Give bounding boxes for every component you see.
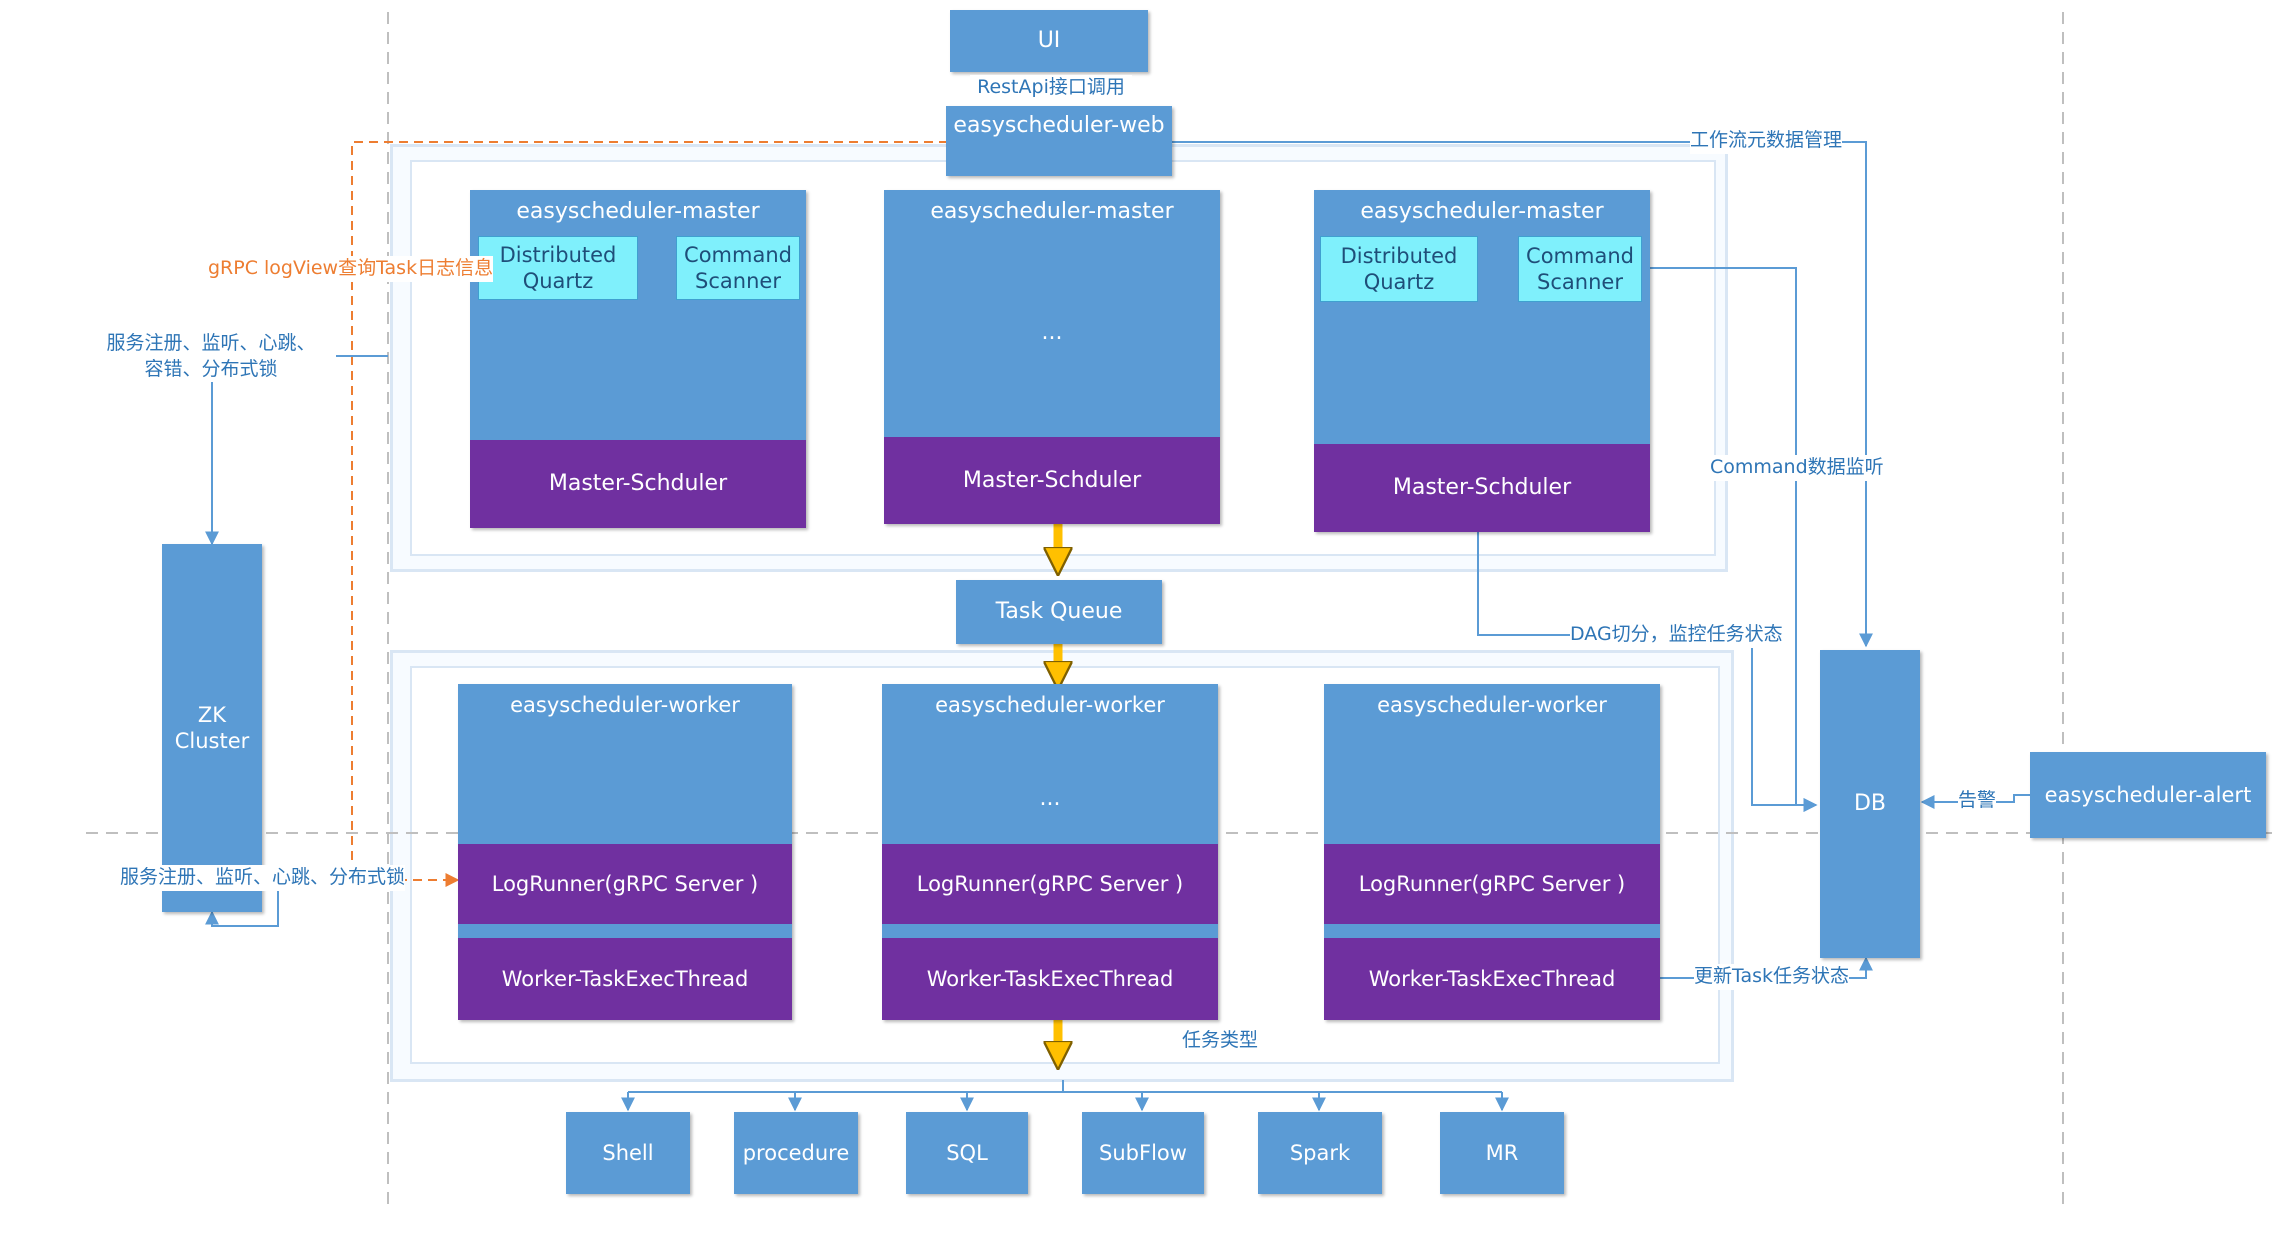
master-scheduler-box: Master-Schduler — [884, 437, 1220, 524]
worker-title: easyscheduler-worker — [935, 693, 1165, 717]
worker-ellipsis: ... — [1039, 786, 1061, 811]
alarm-label: 告警 — [1958, 788, 1997, 814]
command-listen-label: Command数据监听 — [1710, 455, 1884, 481]
restapi-label: RestApi接口调用 — [970, 75, 1132, 101]
master-ellipsis: ... — [1041, 320, 1063, 345]
command-listen-line — [1650, 267, 1818, 812]
zk-register-top-line — [205, 355, 388, 546]
master-title: easyscheduler-master — [1360, 199, 1604, 224]
zk-register-bottom-label: 服务注册、监听、心跳、分布式锁 — [120, 865, 406, 891]
distributed-quartz-box: Distributed Quartz — [1320, 236, 1478, 302]
task-queue-box: Task Queue — [956, 580, 1162, 644]
command-scanner-label: Command Scanner — [684, 242, 792, 293]
worker-taskexec-box: Worker-TaskExecThread — [458, 938, 792, 1020]
distributed-quartz-label: Distributed Quartz — [499, 242, 617, 293]
master-title: easyscheduler-master — [930, 199, 1174, 224]
db-box: DB — [1820, 650, 1920, 958]
master-title: easyscheduler-master — [516, 199, 760, 224]
zk-register-top-label: 服务注册、监听、心跳、 容错、分布式锁 — [86, 331, 336, 383]
task-type-subflow: SubFlow — [1082, 1112, 1204, 1194]
ui-box: UI — [950, 10, 1148, 72]
logrunner-box: LogRunner(gRPC Server ) — [458, 844, 792, 924]
master-scheduler-box: Master-Schduler — [1314, 444, 1650, 532]
update-task-status-label: 更新Task任务状态 — [1694, 964, 1850, 990]
worker-taskexec-box: Worker-TaskExecThread — [882, 938, 1218, 1020]
worker-taskexec-box: Worker-TaskExecThread — [1324, 938, 1660, 1020]
master-scheduler-box: Master-Schduler — [470, 440, 806, 528]
task-type-sql: SQL — [906, 1112, 1028, 1194]
grpc-logview-label: gRPC logView查询Task日志信息 — [208, 256, 494, 282]
worker-title: easyscheduler-worker — [1377, 693, 1607, 717]
distributed-quartz-box: Distributed Quartz — [478, 236, 638, 300]
dag-split-label: DAG切分，监控任务状态 — [1570, 622, 1783, 648]
command-scanner-label: Command Scanner — [1526, 243, 1634, 294]
command-scanner-box: Command Scanner — [1518, 236, 1642, 302]
command-scanner-box: Command Scanner — [676, 236, 800, 300]
zk-cluster-box: ZK Cluster — [162, 544, 262, 912]
task-type-label: 任务类型 — [1182, 1029, 1259, 1051]
zk-register-bottom-line — [205, 886, 279, 927]
task-type-shell: Shell — [566, 1112, 690, 1194]
workflow-metadata-label: 工作流元数据管理 — [1690, 128, 1843, 154]
worker-title: easyscheduler-worker — [510, 693, 740, 717]
task-type-procedure: procedure — [734, 1112, 858, 1194]
distributed-quartz-label: Distributed Quartz — [1340, 243, 1458, 294]
alert-box: easyscheduler-alert — [2030, 752, 2266, 838]
logrunner-box: LogRunner(gRPC Server ) — [1324, 844, 1660, 924]
logrunner-box: LogRunner(gRPC Server ) — [882, 844, 1218, 924]
task-type-mr: MR — [1440, 1112, 1564, 1194]
web-box: easyscheduler-web — [946, 106, 1172, 176]
zk-cluster-label: ZK Cluster — [174, 702, 250, 753]
task-type-spark: Spark — [1258, 1112, 1382, 1194]
